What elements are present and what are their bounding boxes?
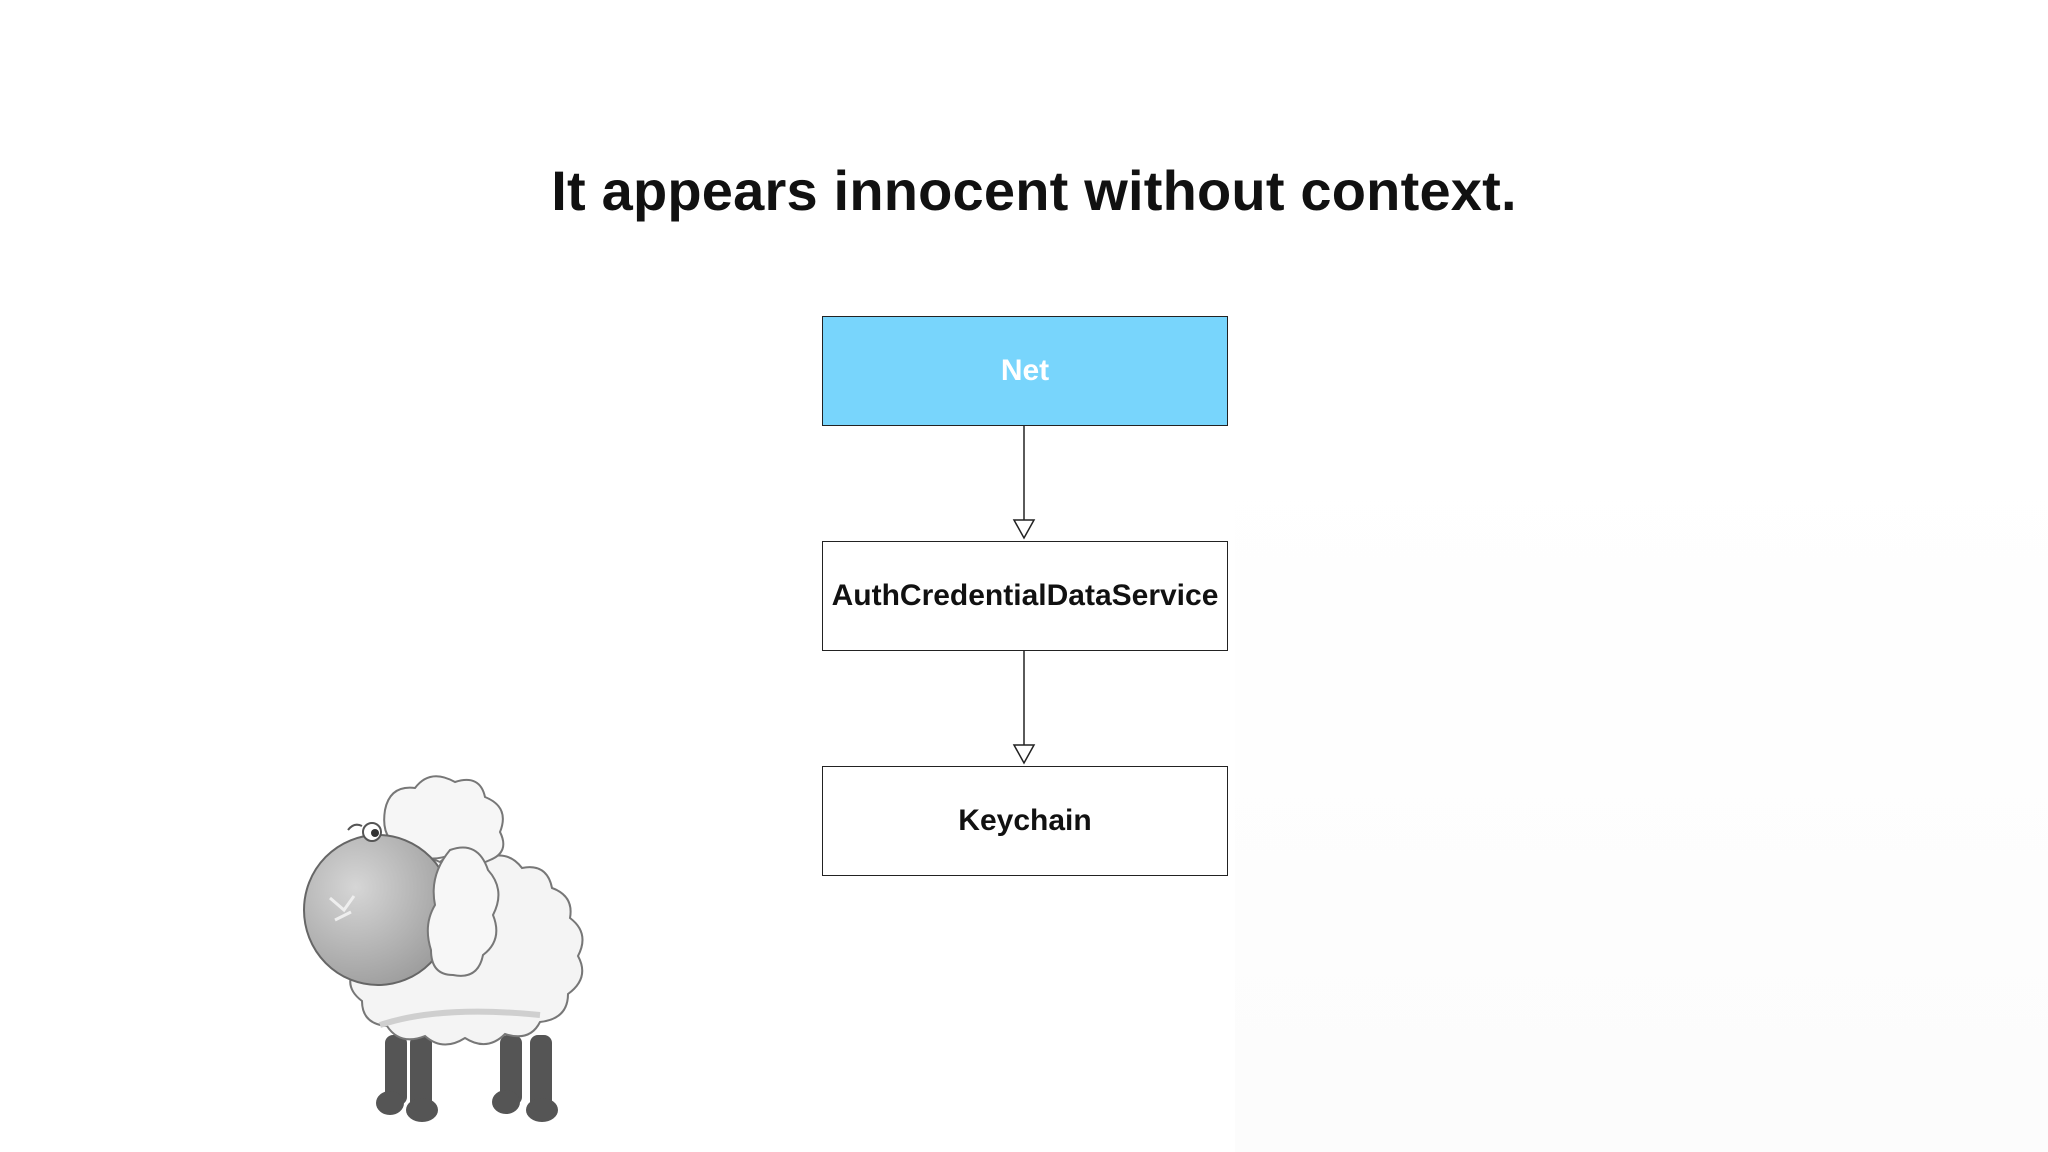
edge-auth-to-keychain [1012,651,1036,765]
edge-net-to-auth [1012,426,1036,540]
node-net: Net [822,316,1228,426]
node-keychain: Keychain [822,766,1228,876]
node-auth-credential-data-service: AuthCredentialDataService [822,541,1228,651]
background-shade [1235,440,2048,1152]
slide-title: It appears innocent without context. [551,159,1517,222]
sheep-icon [303,775,584,1122]
